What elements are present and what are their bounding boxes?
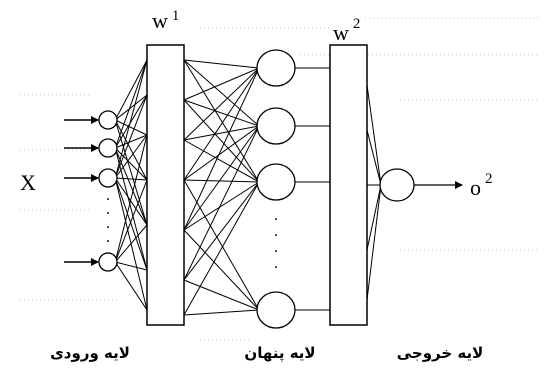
connection-w1-hidden [183,67,260,141]
hidden-node [256,107,296,145]
connection-w1-hidden [183,125,260,281]
connection-input-w1 [114,147,148,226]
connection-input-w1 [114,94,148,149]
input-arrows [64,116,99,266]
connection-w2-output [366,129,382,186]
caption-output-layer: لایه خروجی [397,344,484,362]
ellipsis-dot: . [274,255,278,272]
hidden-node [256,291,296,329]
connection-w2-output [366,184,382,301]
connection-w2-output [366,184,382,251]
input-label: X [20,170,36,195]
connection-w1-hidden [183,179,260,183]
connection-input-w1 [114,119,148,226]
connection-input-w1 [114,59,148,179]
ellipsis-dot: . [106,201,110,218]
connection-input-w1 [114,147,148,181]
input-node [98,110,118,130]
input-node [98,138,118,158]
ellipsis-dot: . [274,207,278,224]
connection-lines [114,59,382,316]
connection-input-w1 [114,224,148,263]
ellipsis-dot: . [106,187,110,204]
weight-label-w2-sup: 2 [353,16,361,32]
connection-input-w1 [114,177,148,226]
connection-w1-hidden [183,67,260,101]
input-node [98,168,118,188]
connection-input-w1 [114,261,148,311]
weight-label-w1-sup: 1 [172,8,180,24]
connection-w1-hidden [183,99,260,127]
ellipsis-dot: . [106,229,110,246]
weight-label-w1-base: w [152,8,168,33]
caption-hidden-layer: لایه پنهان [244,344,315,363]
input-node [98,252,118,272]
connection-w1-hidden [183,139,260,183]
connection-input-w1 [114,177,148,271]
connection-w1-hidden [183,99,260,183]
connection-input-w1 [115,177,148,181]
connection-w1-hidden [183,59,260,69]
connection-w1-hidden [183,125,260,141]
connection-input-w1 [114,147,148,271]
connection-input-w1 [114,119,148,136]
connection-input-w1 [114,134,148,263]
output-label-base: o [470,175,481,200]
ellipsis-dots: ........ [106,187,278,272]
hidden-node [256,163,296,201]
connection-w1-hidden [183,181,260,281]
connection-w1-hidden [183,179,260,311]
connection-w1-hidden [183,125,260,181]
caption-input-layer: لایه ورودی [50,344,130,362]
connection-w2-output [366,84,382,186]
connection-w1-hidden [183,67,260,231]
connection-w1-hidden [183,59,260,183]
connection-w1-hidden [183,309,260,316]
output-label-sup: 2 [485,171,493,187]
ellipsis-dot: . [106,215,110,232]
weight-label-w2-base: w [333,20,349,45]
connection-input-w1 [114,59,148,149]
connection-w1-hidden [183,59,260,127]
weight-matrix-w2 [329,44,368,326]
connection-w1-hidden [183,67,260,181]
connection-input-w1 [114,134,148,179]
connection-input-w1 [114,94,148,121]
connection-input-w1 [115,261,148,271]
connection-w1-hidden [183,181,260,231]
connection-input-w1 [114,179,148,263]
ellipsis-dot: . [274,223,278,240]
connection-input-w1 [115,134,148,149]
connection-input-w1 [114,94,148,179]
connection-input-w1 [114,59,148,121]
hidden-node [256,49,296,87]
connection-w1-hidden [183,229,260,311]
connection-w1-hidden [183,125,260,231]
ellipsis-dot: . [274,239,278,256]
output-node [379,168,415,202]
connection-w1-hidden [183,279,260,311]
connection-input-w1 [114,119,148,181]
weight-matrix-w1 [146,44,185,326]
connection-w1-hidden [183,181,260,316]
